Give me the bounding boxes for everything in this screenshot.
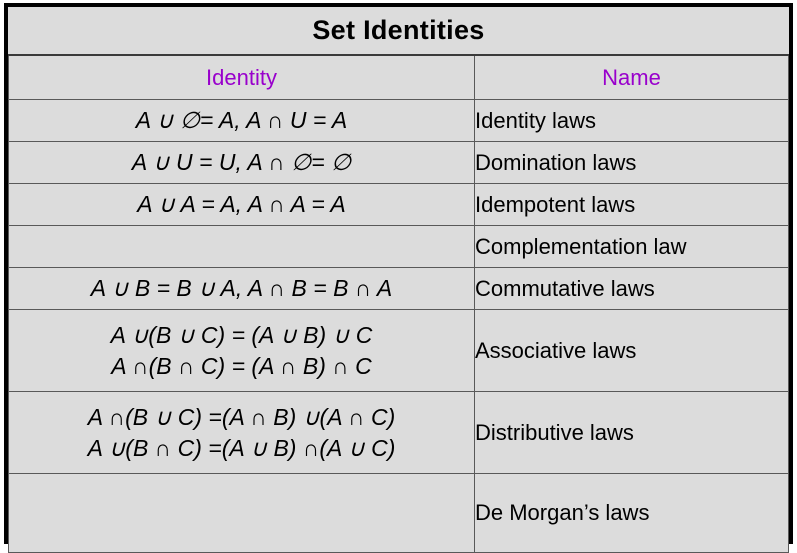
table-frame: Set Identities Identity Name A ∪ ∅= A, A… [4,3,793,553]
identity-formula: A ∪ ∅= A, A ∩ U = A [8,99,475,142]
table-row: A ∩(B ∪ C) =(A ∩ B) ∪(A ∩ C) A ∪(B ∩ C) … [8,391,789,474]
table-row: A ∪ ∅= A, A ∩ U = A Identity laws [8,99,789,142]
page-title: Set Identities [8,7,789,56]
column-header-identity: Identity [8,54,475,100]
table-row: De Morgan’s laws [8,473,789,553]
table-row: Complementation law [8,225,789,268]
table-title-row: Set Identities [8,7,789,56]
identity-name: Idempotent laws [474,183,789,226]
identity-name: Distributive laws [474,391,789,474]
identity-formula: A ∪ B = B ∪ A, A ∩ B = B ∩ A [8,267,475,310]
set-identities-table: Set Identities Identity Name A ∪ ∅= A, A… [8,7,789,553]
identity-name: Associative laws [474,309,789,392]
table-row: A ∪ B = B ∪ A, A ∩ B = B ∩ A Commutative… [8,267,789,310]
table-row: A ∪ A = A, A ∩ A = A Idempotent laws [8,183,789,226]
identity-formula: A ∪(B ∪ C) = (A ∪ B) ∪ C A ∩(B ∩ C) = (A… [8,309,475,392]
identity-name: Commutative laws [474,267,789,310]
table-row: A ∪ U = U, A ∩ ∅= ∅ Domination laws [8,141,789,184]
identity-formula: A ∩(B ∪ C) =(A ∩ B) ∪(A ∩ C) A ∪(B ∩ C) … [8,391,475,474]
identity-formula-empty [8,473,475,553]
column-header-name: Name [474,54,789,100]
identity-formula: A ∪ U = U, A ∩ ∅= ∅ [8,141,475,184]
table-header-row: Identity Name [8,54,789,100]
identity-formula: A ∪ A = A, A ∩ A = A [8,183,475,226]
identity-name: Identity laws [474,99,789,142]
identity-name: Complementation law [474,225,789,268]
identity-name: Domination laws [474,141,789,184]
table-row: A ∪(B ∪ C) = (A ∪ B) ∪ C A ∩(B ∩ C) = (A… [8,309,789,392]
identity-formula-empty [8,225,475,268]
identity-name: De Morgan’s laws [474,473,789,553]
